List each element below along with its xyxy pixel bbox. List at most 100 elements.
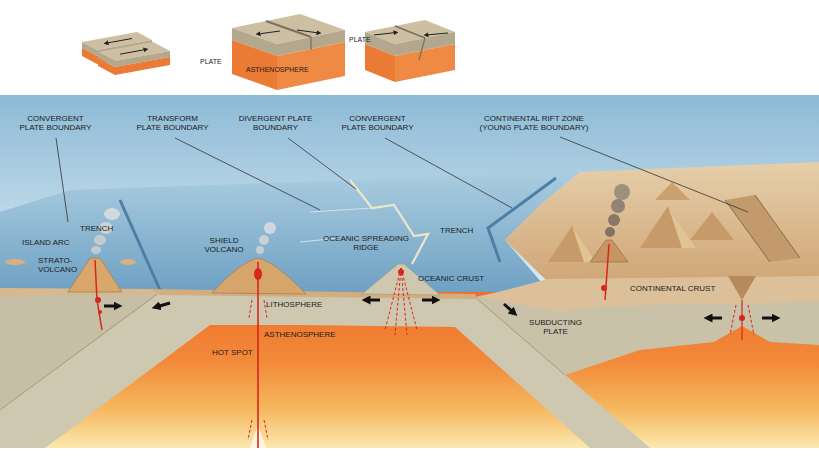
layer-label: LITHOSPHERE [266, 300, 322, 309]
transform-block [106, 39, 132, 44]
transform-block [82, 48, 97, 64]
surface-scene [572, 226, 596, 262]
feature-label: HOT SPOT [212, 348, 253, 357]
leader-lines [288, 138, 356, 189]
transform-block [82, 32, 170, 75]
layer-label: OCEANIC CRUST [418, 274, 484, 283]
cross-section [728, 276, 756, 300]
feature-label: SHIELD VOLCANO [203, 236, 245, 254]
volcano-features [248, 420, 252, 440]
layer-label: CONTINENTAL CRUST [630, 284, 715, 293]
volcano-features [601, 285, 607, 291]
boundary-label: CONTINENTAL RIFT ZONE (YOUNG PLATE BOUND… [478, 114, 590, 132]
volcano-features [608, 214, 620, 226]
volcano-features [264, 222, 276, 234]
volcano-features [98, 310, 102, 314]
block-label: PLATE [200, 58, 222, 66]
feature-label: TRENCH [80, 224, 113, 233]
cross-section [480, 276, 819, 312]
transform-block [98, 58, 115, 75]
volcano-features [254, 268, 262, 280]
volcano-features [611, 199, 625, 213]
leader-lines [56, 137, 748, 222]
surface-scene [0, 172, 580, 297]
divergent-block [232, 40, 277, 90]
surface-scene [488, 178, 556, 262]
convergent-block [419, 38, 425, 60]
cross-section [0, 292, 160, 410]
volcano-features [605, 227, 615, 237]
motion-arrows [366, 299, 380, 302]
leader-lines [560, 137, 748, 212]
volcano-features [748, 305, 754, 335]
surface-scene [690, 212, 734, 240]
feature-label: TRENCH [440, 226, 473, 235]
surface-scene [5, 259, 25, 265]
volcano-features [95, 260, 102, 330]
divergent-block [258, 31, 280, 34]
convergent-block [426, 33, 448, 35]
volcano-features [401, 268, 417, 330]
convergent-block [365, 20, 455, 82]
leader-lines [175, 138, 320, 210]
surface-scene [755, 195, 800, 258]
volcano-features [264, 420, 268, 440]
motion-arrows [708, 317, 722, 320]
motion-arrows [762, 317, 776, 320]
boundary-label: CONVERGENT PLATE BOUNDARY [18, 114, 93, 132]
volcano-features [212, 258, 306, 294]
boundary-label: CONVERGENT PLATE BOUNDARY [340, 114, 415, 132]
volcano-features [257, 262, 259, 448]
motion-arrows [504, 304, 514, 313]
volcano-features [256, 246, 264, 254]
surface-scene [725, 195, 800, 262]
volcano-features [395, 268, 401, 335]
motion-arrows [104, 300, 776, 318]
surface-scene [120, 259, 136, 265]
feature-label: SUBDUCTING PLATE [528, 318, 583, 336]
surface-scene [548, 226, 596, 262]
cross-section [0, 290, 160, 410]
motion-arrows [156, 303, 170, 307]
feature-label: OCEANIC SPREADING RIDGE [322, 234, 410, 252]
leader-lines [385, 138, 512, 208]
motion-arrows [104, 305, 118, 308]
block-label: PLATE [349, 36, 371, 44]
divergent-block [266, 21, 311, 37]
convergent-block [365, 44, 395, 82]
divergent-block [310, 37, 311, 50]
boundary-label: DIVERGENT PLATE BOUNDARY [238, 114, 313, 132]
surface-scene [668, 206, 696, 248]
volcano-features [259, 235, 269, 245]
layer-label: ASTHENOSPHERE [264, 330, 336, 339]
volcano-features [104, 208, 120, 220]
surface-scene [640, 206, 696, 248]
block-label: ASTHENOSPHERE [246, 66, 309, 74]
leader-lines [56, 138, 68, 222]
motion-arrows [422, 299, 436, 302]
surface-scene [120, 200, 160, 290]
volcano-features [95, 297, 101, 303]
divergent-block [297, 30, 319, 33]
divergent-block [232, 14, 345, 90]
convergent-block [395, 26, 425, 38]
volcano-features [68, 184, 754, 448]
transform-block [115, 57, 170, 75]
volcano-features [730, 305, 736, 335]
volcano-features [605, 244, 609, 300]
feature-label: ISLAND ARC [22, 238, 70, 247]
surface-scene [655, 182, 690, 200]
volcano-features [614, 184, 630, 200]
convergent-block [374, 33, 396, 36]
feature-label: STRATO-VOLCANO [38, 256, 77, 274]
cross-section [0, 276, 819, 448]
volcano-features [249, 300, 252, 318]
convergent-block [395, 44, 455, 82]
surface-scene [725, 200, 770, 262]
volcano-features [739, 315, 745, 321]
surface-scene [0, 95, 819, 297]
volcano-features [91, 246, 101, 254]
